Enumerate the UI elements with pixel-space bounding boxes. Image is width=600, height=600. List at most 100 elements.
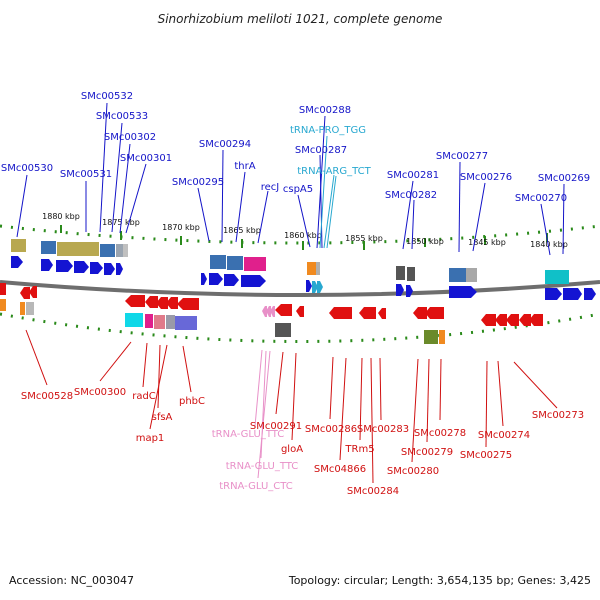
gene-label[interactable]: SMc00533 — [96, 111, 148, 122]
gene-label[interactable]: map1 — [136, 433, 165, 444]
gene-arrow[interactable] — [563, 288, 582, 300]
gene-label[interactable]: SMc00300 — [74, 387, 126, 398]
gene-label[interactable]: sfsA — [152, 412, 173, 423]
gene-arrow[interactable] — [506, 314, 519, 326]
gene-arrow[interactable] — [396, 284, 404, 296]
feature-box[interactable] — [210, 255, 226, 269]
trna-label[interactable]: tRNA-GLU_TTC — [226, 461, 299, 472]
gene-label[interactable]: SMc00532 — [81, 91, 133, 102]
feature-box[interactable] — [307, 262, 316, 275]
gene-arrow[interactable] — [166, 297, 178, 309]
gene-label[interactable]: SMc00286 — [305, 424, 357, 435]
gene-arrow[interactable] — [116, 263, 123, 275]
gene-arrow[interactable] — [41, 259, 53, 271]
gene-label[interactable]: SMc00301 — [120, 153, 172, 164]
gene-label[interactable]: SMc00282 — [385, 190, 437, 201]
feature-box[interactable] — [57, 242, 99, 256]
gene-arrow[interactable] — [359, 307, 376, 319]
gene-label[interactable]: SMc00295 — [172, 177, 224, 188]
gene-label[interactable]: SMc00273 — [532, 410, 584, 421]
feature-box[interactable] — [449, 268, 466, 282]
gene-label[interactable]: SMc00280 — [387, 466, 439, 477]
gene-label[interactable]: SMc00277 — [436, 151, 488, 162]
trna-arrow[interactable] — [262, 306, 267, 317]
trna-arrow[interactable] — [270, 306, 275, 317]
gene-arrow[interactable] — [584, 288, 596, 300]
feature-box[interactable] — [166, 315, 175, 329]
gene-label[interactable]: SMc00528 — [21, 391, 73, 402]
gene-arrow[interactable] — [519, 314, 531, 326]
gene-label[interactable]: cspA5 — [283, 184, 313, 195]
gene-arrow[interactable] — [224, 274, 239, 286]
gene-arrow[interactable] — [56, 260, 73, 272]
feature-box[interactable] — [145, 314, 153, 328]
gene-label[interactable]: SMc00270 — [515, 193, 567, 204]
trna-label[interactable]: tRNA-ARG_TCT — [297, 166, 371, 177]
gene-arrow[interactable] — [29, 286, 37, 298]
gene-label[interactable]: SMc00291 — [250, 421, 302, 432]
trna-arrow[interactable] — [317, 281, 323, 293]
gene-label[interactable]: SMc00283 — [357, 424, 409, 435]
gene-arrow[interactable] — [104, 263, 115, 275]
gene-label[interactable]: recJ — [261, 182, 280, 193]
feature-box[interactable] — [407, 267, 415, 281]
feature-box[interactable] — [26, 302, 34, 315]
gene-label[interactable]: SMc00274 — [478, 430, 530, 441]
trna-label[interactable]: tRNA-GLU_TTC — [212, 429, 285, 440]
gene-label[interactable]: phbC — [179, 396, 205, 407]
trna-label[interactable]: tRNA-PRO_TGG — [290, 125, 366, 136]
gene-label[interactable]: SMc00530 — [1, 163, 53, 174]
trna-arrow[interactable] — [266, 306, 271, 317]
gene-arrow[interactable] — [0, 283, 6, 295]
feature-box[interactable] — [20, 302, 25, 315]
gene-label[interactable]: SMc00284 — [347, 486, 399, 497]
gene-label[interactable]: SMc00278 — [414, 428, 466, 439]
gene-arrow[interactable] — [529, 314, 543, 326]
gene-label[interactable]: thrA — [234, 161, 255, 172]
trna-arrow[interactable] — [312, 281, 318, 293]
gene-label[interactable]: radC — [132, 391, 156, 402]
gene-label[interactable]: SMc04866 — [314, 464, 366, 475]
feature-box[interactable] — [227, 256, 243, 270]
feature-box[interactable] — [125, 313, 143, 327]
gene-arrow[interactable] — [241, 275, 266, 287]
gene-arrow[interactable] — [306, 280, 312, 292]
gene-arrow[interactable] — [11, 256, 23, 268]
gene-label[interactable]: SMc00288 — [299, 105, 351, 116]
gene-arrow[interactable] — [177, 298, 199, 310]
gene-arrow[interactable] — [209, 273, 223, 285]
trna-label[interactable]: tRNA-GLU_CTC — [219, 481, 293, 492]
gene-label[interactable]: SMc00269 — [538, 173, 590, 184]
feature-box[interactable] — [275, 323, 291, 337]
gene-label[interactable]: SMc00275 — [460, 450, 512, 461]
feature-box[interactable] — [41, 241, 56, 254]
gene-arrow[interactable] — [378, 308, 386, 319]
feature-box[interactable] — [154, 315, 165, 329]
gene-label[interactable]: SMc00294 — [199, 139, 251, 150]
gene-label[interactable]: SMc00281 — [387, 170, 439, 181]
gene-arrow[interactable] — [156, 297, 168, 309]
gene-label[interactable]: SMc00302 — [104, 132, 156, 143]
gene-label[interactable]: SMc00531 — [60, 169, 112, 180]
feature-box[interactable] — [11, 239, 26, 252]
feature-box[interactable] — [439, 330, 445, 344]
gene-arrow[interactable] — [449, 286, 477, 298]
gene-arrow[interactable] — [481, 314, 496, 326]
feature-box[interactable] — [424, 330, 438, 344]
gene-arrow[interactable] — [413, 307, 427, 319]
gene-arrow[interactable] — [545, 288, 562, 300]
feature-box[interactable] — [0, 299, 6, 311]
gene-arrow[interactable] — [74, 261, 89, 273]
gene-arrow[interactable] — [145, 296, 158, 308]
gene-arrow[interactable] — [125, 295, 145, 307]
gene-arrow[interactable] — [406, 285, 413, 297]
gene-label[interactable]: TRm5 — [344, 444, 374, 455]
gene-arrow[interactable] — [296, 306, 304, 317]
feature-box[interactable] — [116, 244, 123, 257]
gene-arrow[interactable] — [425, 307, 444, 319]
gene-label[interactable]: SMc00279 — [401, 447, 453, 458]
gene-label[interactable]: SMc00287 — [295, 145, 347, 156]
feature-box[interactable] — [123, 244, 128, 257]
gene-arrow[interactable] — [201, 273, 207, 285]
feature-box[interactable] — [100, 244, 115, 257]
